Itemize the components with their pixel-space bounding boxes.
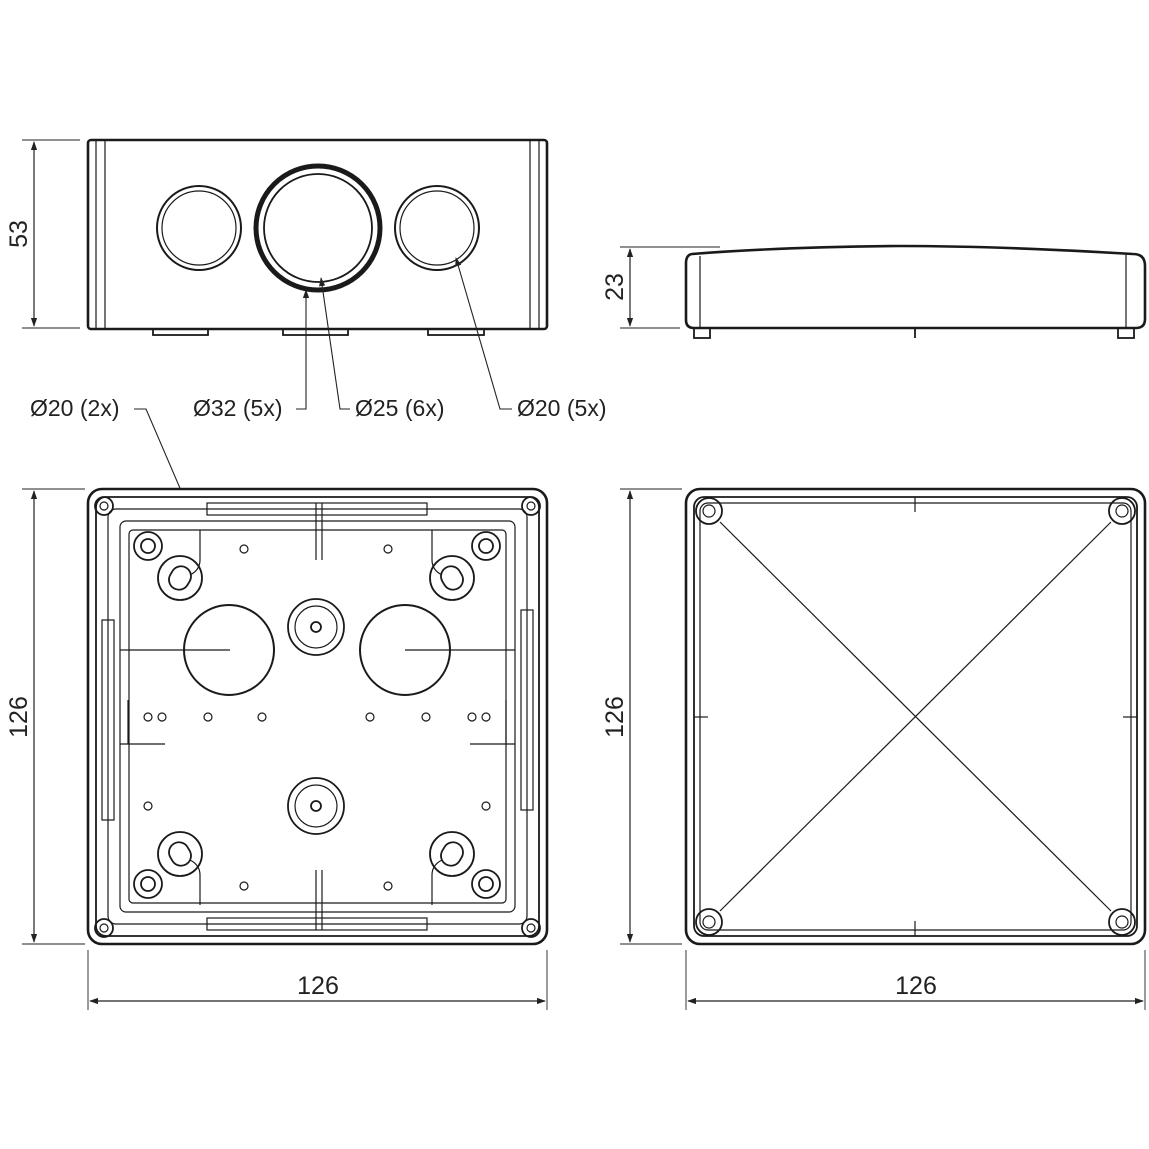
callout-d32-5x: Ø32 (5x) <box>193 395 282 421</box>
callout-d25-6x: Ø25 (6x) <box>355 395 444 421</box>
front-height-dim: 53 <box>5 220 33 248</box>
side-height-dim: 23 <box>601 273 629 301</box>
base-width-dim: 126 <box>297 972 339 1000</box>
lid-height-dim: 126 <box>601 696 629 738</box>
front-view: 53 <box>5 138 549 336</box>
lid-top-view: 126 126 <box>601 487 1147 1010</box>
callouts: Ø20 (2x) Ø32 (5x) Ø25 (6x) Ø20 (5x) <box>30 257 606 601</box>
callout-d20-2x: Ø20 (2x) <box>30 395 119 421</box>
side-view: 23 <box>601 244 1147 339</box>
knockout-right <box>394 185 480 271</box>
knockout-left <box>156 185 242 271</box>
knockout-center <box>253 163 383 293</box>
lid-width-dim: 126 <box>895 972 937 1000</box>
callout-d20-5x: Ø20 (5x) <box>517 395 606 421</box>
base-height-dim: 126 <box>5 696 33 738</box>
base-top-view: 126 126 <box>5 487 549 1010</box>
